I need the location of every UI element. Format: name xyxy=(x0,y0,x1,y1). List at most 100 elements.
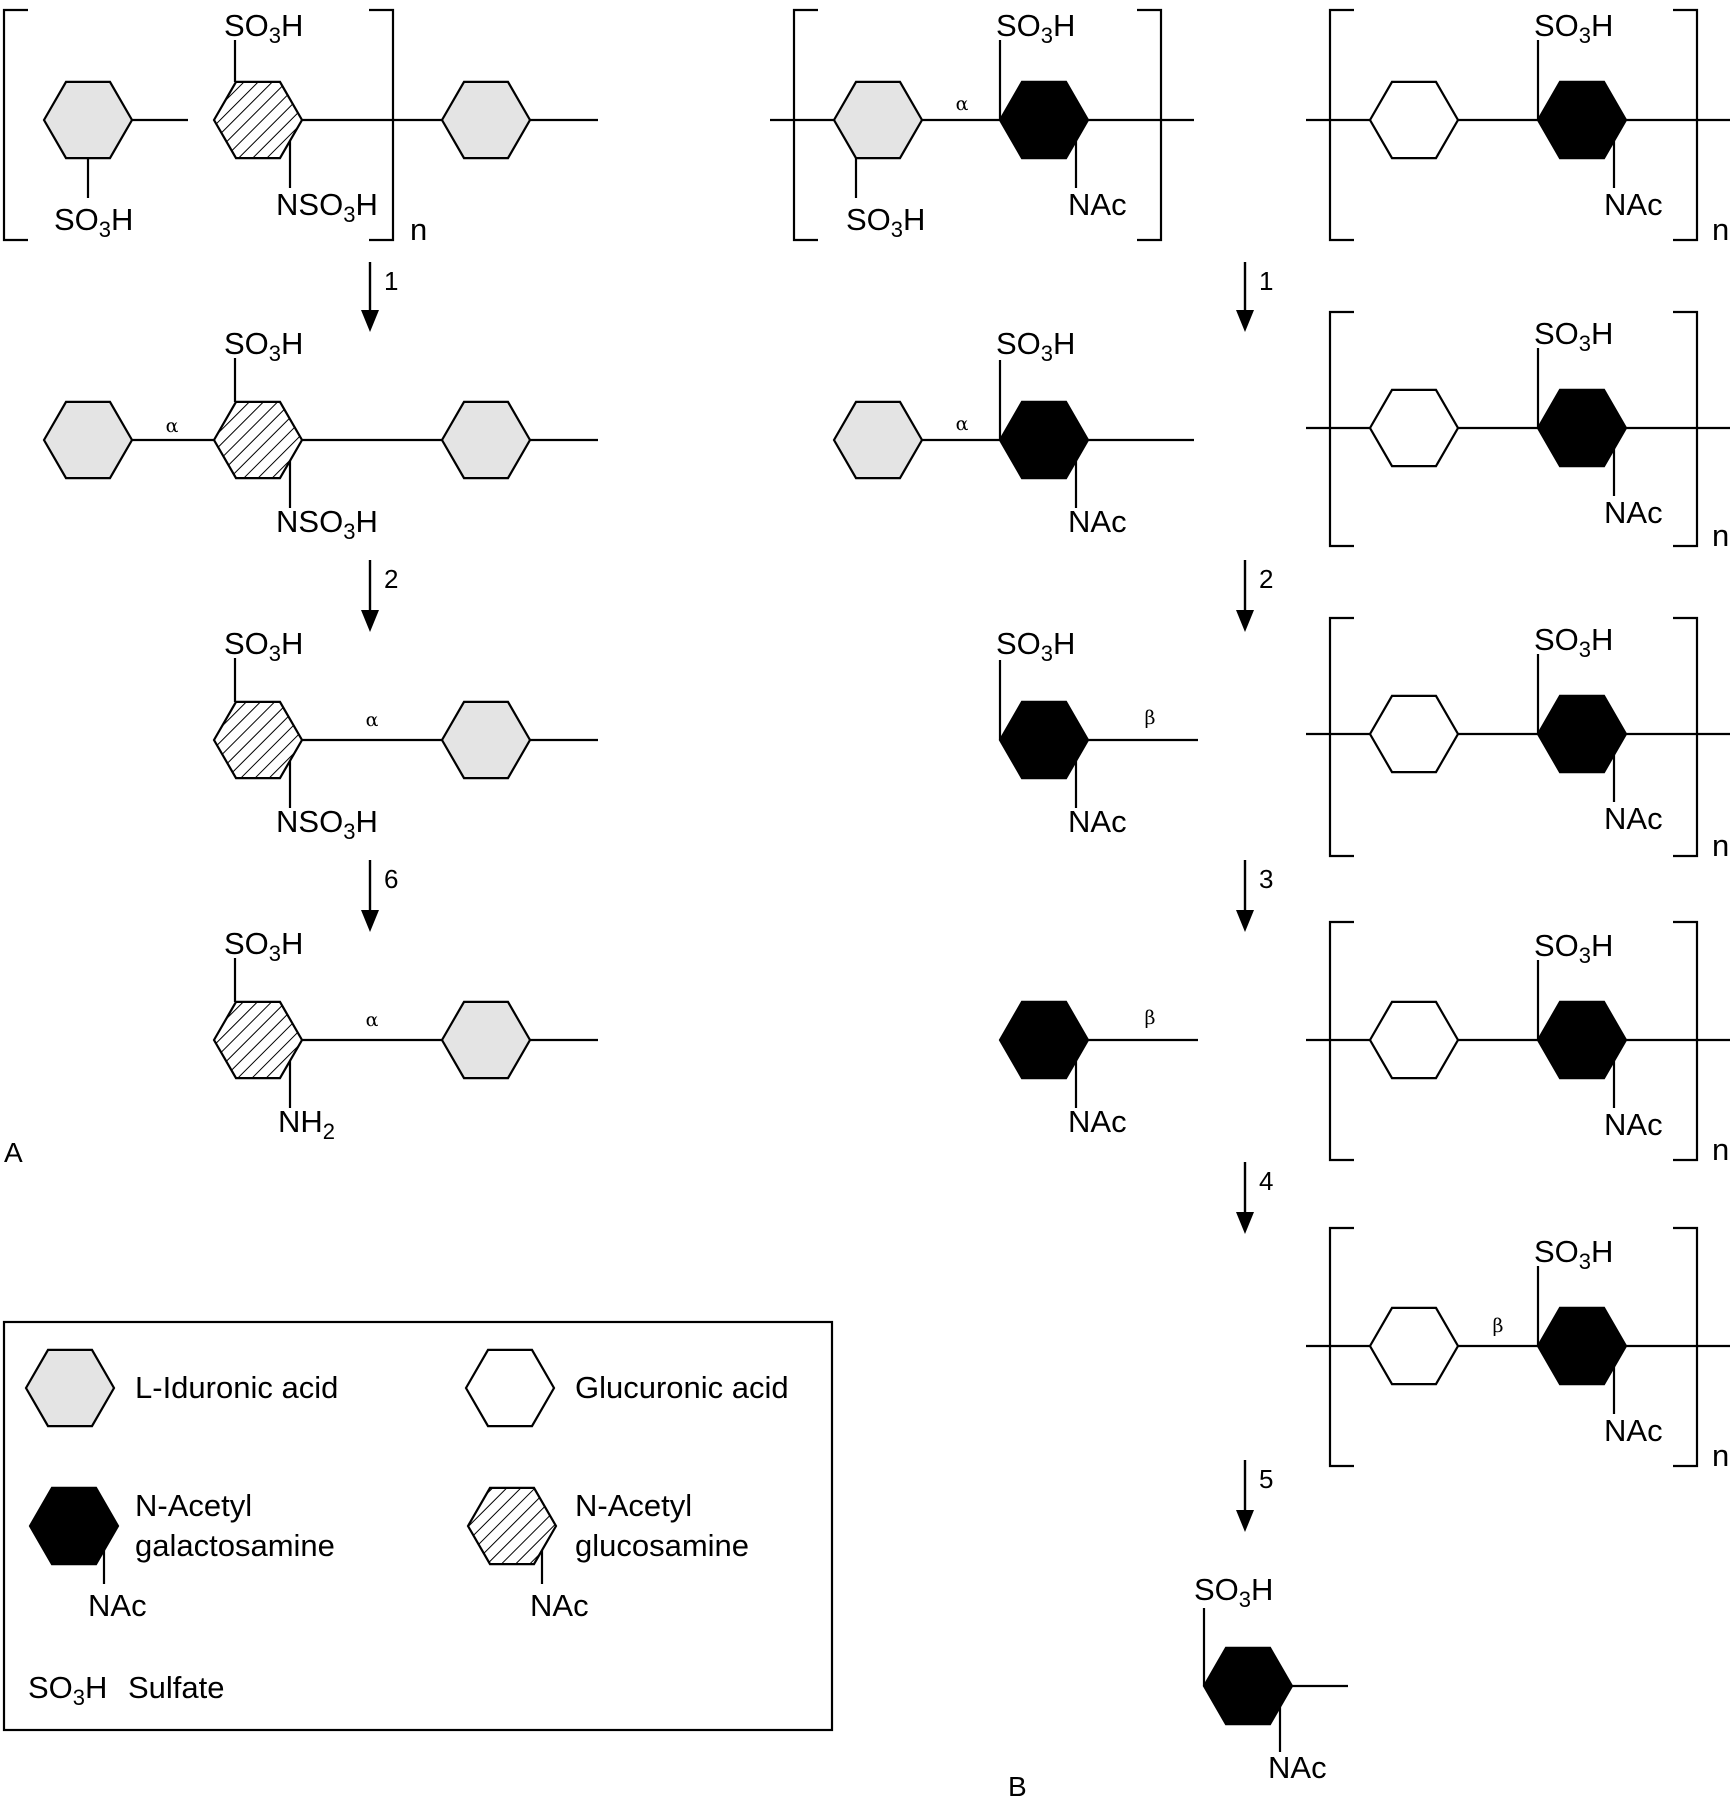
sulfate-label: SO3H xyxy=(1534,928,1613,968)
sulfate-label: SO3H xyxy=(996,326,1075,366)
legend-glucuronic-label: Glucuronic acid xyxy=(575,1370,789,1405)
bond-beta-label: β xyxy=(1145,1007,1156,1029)
glucosamine-hex xyxy=(212,80,304,160)
nac-label: NAc xyxy=(1604,187,1663,222)
iduronic-acid-hex xyxy=(440,400,532,480)
iduronic-acid-hex xyxy=(440,700,532,780)
repeat-bracket-right xyxy=(1673,310,1699,548)
repeat-n-label: n xyxy=(1712,828,1729,863)
repeat-bracket-right xyxy=(1673,1226,1699,1468)
amine-label: NH2 xyxy=(278,1104,335,1144)
galactosamine-hex xyxy=(998,400,1090,480)
arrow-head-icon xyxy=(1236,310,1254,332)
iduronic-acid-hex xyxy=(832,400,924,480)
glucuronic-acid-hex xyxy=(1368,80,1460,160)
repeat-bracket-right xyxy=(1137,8,1163,242)
sulfate-label: SO3H xyxy=(224,626,303,666)
nac-label: NAc xyxy=(1068,187,1127,222)
nsulfate-label: NSO3H xyxy=(276,804,378,844)
glucuronic-acid-hex xyxy=(1368,1000,1460,1080)
nsulfate-label: NSO3H xyxy=(276,187,378,227)
arrow-head-icon xyxy=(361,310,379,332)
panel-b-label: B xyxy=(1008,1771,1027,1802)
iduronic-acid-legend-icon xyxy=(24,1348,116,1428)
bond-beta-label: β xyxy=(1145,707,1156,729)
legend-box xyxy=(2,1320,834,1732)
nac-label: NAc xyxy=(1604,495,1663,530)
glucuronic-acid-hex xyxy=(1368,388,1460,468)
repeat-bracket-left xyxy=(2,8,28,242)
glucosamine-hex xyxy=(212,400,304,480)
repeat-bracket-left xyxy=(792,8,818,242)
step-1-arrow-label: 1 xyxy=(1259,266,1273,296)
bond-alpha-label: α xyxy=(956,413,969,435)
arrow-head-icon xyxy=(361,910,379,932)
sulfate-label: SO3H xyxy=(224,926,303,966)
arrow-head-icon xyxy=(361,610,379,632)
sulfate-label: SO3H xyxy=(224,8,303,48)
sulfate-label: SO3H xyxy=(1534,316,1613,356)
legend-nac-label: NAc xyxy=(530,1588,589,1623)
nac-label: NAc xyxy=(1604,1107,1663,1142)
legend-galnac-line1: N-Acetyl xyxy=(135,1488,252,1523)
repeat-n-label: n xyxy=(1712,212,1729,247)
legend-sulfate-label: Sulfate xyxy=(128,1670,225,1705)
step-6-arrow-label: 6 xyxy=(384,864,398,894)
repeat-bracket-left xyxy=(1328,1226,1354,1468)
galactosamine-hex xyxy=(1202,1646,1294,1726)
sulfate-label: SO3H xyxy=(1194,1572,1273,1612)
legend-glcnac-line1: N-Acetyl xyxy=(575,1488,692,1523)
bond-lines-layer xyxy=(2,8,1730,1752)
repeat-n-label: n xyxy=(410,212,427,247)
legend-galnac-line2: galactosamine xyxy=(135,1528,335,1563)
repeat-n-label: n xyxy=(1712,1438,1729,1473)
galactosamine-hex xyxy=(1536,1306,1628,1386)
step-5-arrow-label: 5 xyxy=(1259,1464,1273,1494)
label-layer: SO3HSO3HNSO3Hn1αSO3HNSO3H2SO3HNSO3Hα6SO3… xyxy=(4,8,1729,1802)
repeat-bracket-right xyxy=(1673,920,1699,1162)
glucuronic-acid-legend-icon xyxy=(464,1348,556,1428)
repeat-bracket-left xyxy=(1328,8,1354,242)
nac-label: NAc xyxy=(1268,1750,1327,1785)
arrow-head-icon xyxy=(1236,1510,1254,1532)
arrow-head-icon xyxy=(1236,610,1254,632)
legend-sulfate-symbol: SO3H xyxy=(28,1670,107,1710)
galactosamine-hex xyxy=(1536,1000,1628,1080)
bond-alpha-label: α xyxy=(956,93,969,115)
bond-alpha-label: α xyxy=(166,415,179,437)
glucosamine-hex xyxy=(212,700,304,780)
glucuronic-acid-hex xyxy=(1368,694,1460,774)
arrow-head-icon xyxy=(1236,910,1254,932)
nac-label: NAc xyxy=(1604,801,1663,836)
glucosamine-legend-icon xyxy=(466,1486,558,1566)
repeat-bracket-left xyxy=(1328,920,1354,1162)
step-3-arrow-label: 3 xyxy=(1259,864,1273,894)
galactosamine-hex xyxy=(1536,388,1628,468)
sulfate-label: SO3H xyxy=(1534,8,1613,48)
nac-label: NAc xyxy=(1068,1104,1127,1139)
step-2-arrow-label: 2 xyxy=(1259,564,1273,594)
monosaccharide-layer xyxy=(24,80,1628,1726)
bond-alpha-label: α xyxy=(366,709,379,731)
repeat-n-label: n xyxy=(1712,518,1729,553)
galactosamine-hex xyxy=(998,80,1090,160)
bond-beta-label: β xyxy=(1493,1315,1504,1337)
iduronic-acid-hex xyxy=(440,80,532,160)
iduronic-acid-hex xyxy=(832,80,924,160)
nsulfate-label: NSO3H xyxy=(276,504,378,544)
bond-alpha-label: α xyxy=(366,1009,379,1031)
nac-label: NAc xyxy=(1068,804,1127,839)
repeat-bracket-right xyxy=(369,8,395,242)
repeat-bracket-left xyxy=(1328,616,1354,858)
galactosamine-legend-icon xyxy=(28,1486,120,1566)
galactosamine-hex xyxy=(1536,80,1628,160)
sulfate-label: SO3H xyxy=(224,326,303,366)
step-4-arrow-label: 4 xyxy=(1259,1166,1273,1196)
nac-label: NAc xyxy=(1068,504,1127,539)
sulfate-label: SO3H xyxy=(1534,622,1613,662)
glucosamine-hex xyxy=(212,1000,304,1080)
sulfate-label: SO3H xyxy=(996,8,1075,48)
sulfate-label: SO3H xyxy=(54,202,133,242)
step-2-arrow-label: 2 xyxy=(384,564,398,594)
